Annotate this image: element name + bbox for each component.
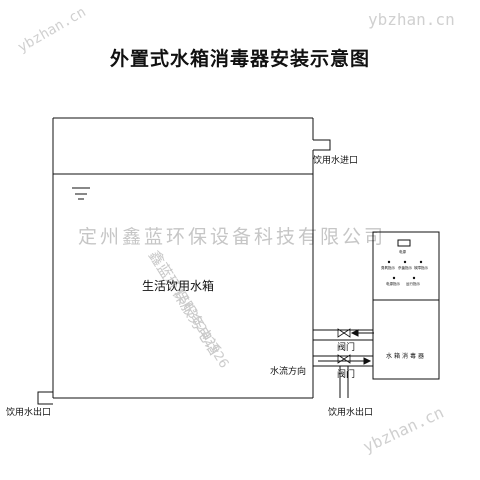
inlet-pipe xyxy=(313,139,331,151)
valve-bottom-label: 阀门 xyxy=(337,370,356,380)
valve-bottom-icon xyxy=(337,354,351,364)
indicator-dot xyxy=(412,276,416,280)
indicator-label-ozone: 臭氧指示 xyxy=(381,266,395,270)
arrow-top-head xyxy=(350,329,359,337)
page-title: 外置式水箱消毒器安装示意图 xyxy=(109,48,370,70)
valve-top-icon xyxy=(337,328,351,338)
indicator-dot xyxy=(419,260,423,264)
indicator-dot xyxy=(403,260,407,264)
outlet-right-label: 饮用水出口 xyxy=(328,408,374,418)
device-power-indicator xyxy=(397,239,411,247)
device-body xyxy=(372,231,440,380)
indicator-label-sterilize: 杀菌指示 xyxy=(398,266,412,270)
device-power-label: 电源 xyxy=(399,250,406,254)
indicator-dot xyxy=(387,260,391,264)
outlet-pipe-left xyxy=(37,391,53,405)
device-name: 水箱消毒器 xyxy=(386,353,427,360)
inlet-label: 饮用水进口 xyxy=(313,156,359,166)
indicator-label-running: 运行指示 xyxy=(406,282,420,286)
indicator-label-power: 电源指示 xyxy=(386,282,400,286)
flow-direction-label: 水流方向 xyxy=(270,367,307,377)
valve-top-label: 阀门 xyxy=(337,343,356,353)
arrow-bottom-head xyxy=(363,357,372,365)
tank-label: 生活饮用水箱 xyxy=(142,279,215,293)
indicator-dot xyxy=(392,276,396,280)
indicator-label-fault: 故障指示 xyxy=(414,266,428,270)
outlet-left-label: 饮用水出口 xyxy=(6,408,52,418)
watermark-top-right: ybzhan.cn xyxy=(368,10,455,29)
watermark-company: 定州鑫蓝环保设备科技有限公司 xyxy=(78,226,387,248)
